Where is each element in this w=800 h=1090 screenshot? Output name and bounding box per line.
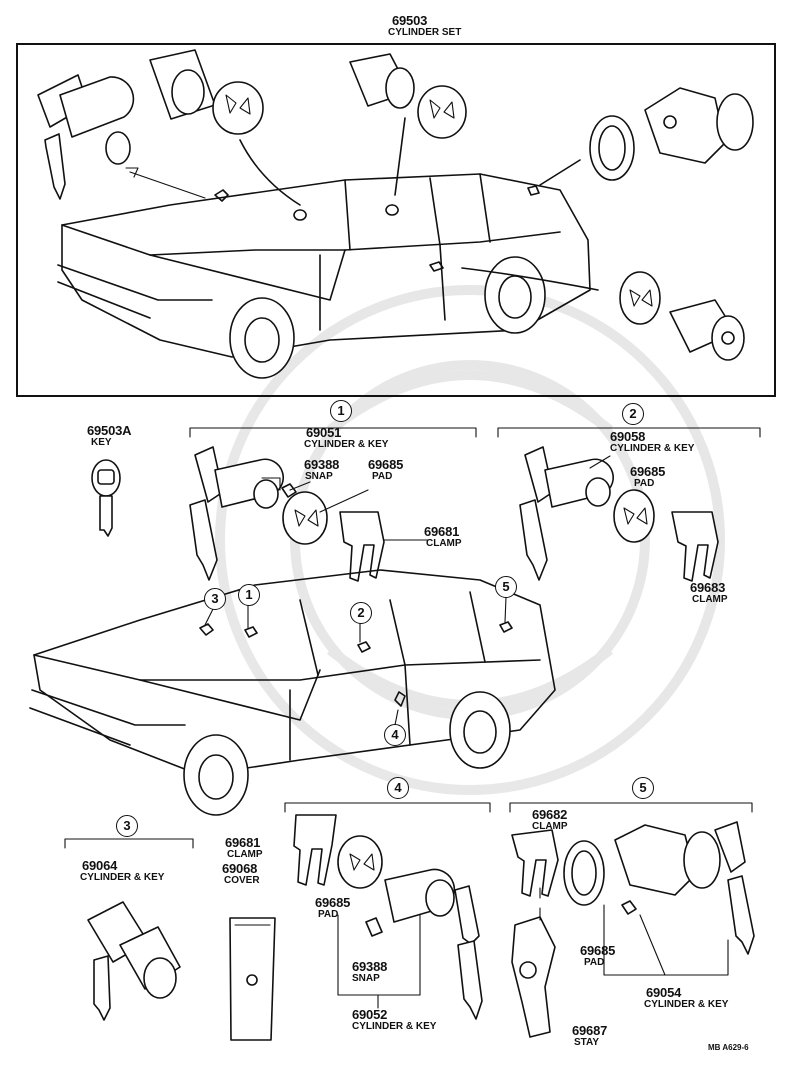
top-door-cylinder <box>619 271 745 361</box>
assembly-arrows-top <box>125 117 599 291</box>
leader-69058 <box>589 455 611 469</box>
group1-snap <box>281 483 297 498</box>
label-69681-a-name: CLAMP <box>426 538 462 549</box>
top-key-cylinder <box>37 74 135 200</box>
bracket-group-4 <box>284 802 491 813</box>
cylinder-set-frame <box>16 43 776 397</box>
label-69388-b-number: 69388 <box>352 959 388 974</box>
group5-clamp <box>511 829 559 897</box>
group2-pad <box>613 489 655 543</box>
label-69685-a-number: 69685 <box>368 457 404 472</box>
group4-cylinder-and-key <box>384 868 483 1020</box>
label-69388-a-name: SNAP <box>305 471 333 482</box>
group4-pad <box>337 835 383 889</box>
label-69685-c-name: PAD <box>318 909 339 920</box>
label-69685-b-number: 69685 <box>630 464 666 479</box>
label-69503a-name: KEY <box>91 437 112 448</box>
cover-69068 <box>229 917 276 1041</box>
group2-clamp <box>671 511 719 582</box>
label-69681-b-number: 69681 <box>225 835 261 850</box>
middle-car-illustration <box>29 569 556 816</box>
group3-cylinder-and-key <box>87 901 181 1021</box>
bracket-group-5 <box>509 802 753 813</box>
group-callout-2: 2 <box>622 403 644 425</box>
group-callout-4: 4 <box>387 777 409 799</box>
label-69064-name: CYLINDER & KEY <box>80 872 165 883</box>
label-69052-name: CYLINDER & KEY <box>352 1021 437 1032</box>
label-69683-name: CLAMP <box>692 594 728 605</box>
group1-clamp <box>339 511 385 582</box>
bracket-group-1 <box>189 427 477 438</box>
label-69685-b-name: PAD <box>634 478 655 489</box>
leader-69685-a <box>319 489 369 513</box>
group2-cylinder-and-key <box>519 446 614 581</box>
top-hatch-cylinder <box>644 87 754 164</box>
label-69687-name: STAY <box>574 1037 600 1048</box>
label-69052-number: 69052 <box>352 1007 388 1022</box>
leader-69388-a <box>289 481 311 491</box>
group-callout-5: 5 <box>632 777 654 799</box>
leader-group5-tree <box>603 904 729 976</box>
label-69388-b-name: SNAP <box>352 973 380 984</box>
bracket-group-2 <box>497 427 761 438</box>
leader-group4-tree <box>337 914 421 1009</box>
top-cylinder-b <box>349 53 467 139</box>
group5-stay <box>511 916 556 1038</box>
label-69068-number: 69068 <box>222 861 258 876</box>
label-69051-name: CYLINDER & KEY <box>304 439 389 450</box>
label-69687-number: 69687 <box>572 1023 608 1038</box>
label-69503-number: 69503 <box>392 13 428 28</box>
car-callout-1: 1 <box>238 584 260 606</box>
label-69064-number: 69064 <box>82 858 118 873</box>
label-69054-name: CYLINDER & KEY <box>644 999 729 1010</box>
top-pad-ring <box>589 115 635 181</box>
label-69068-name: COVER <box>224 875 260 886</box>
label-69682-number: 69682 <box>532 807 568 822</box>
label-69058-name: CYLINDER & KEY <box>610 443 695 454</box>
car-callout-3: 3 <box>204 588 226 610</box>
group4-clamp <box>293 814 337 886</box>
label-69683-number: 69683 <box>690 580 726 595</box>
reference-code: MB A629-6 <box>708 1043 749 1052</box>
top-cylinder-a <box>149 49 264 135</box>
label-69051-number: 69051 <box>306 425 342 440</box>
label-69681-b-name: CLAMP <box>227 849 263 860</box>
group1-cylinder-and-key <box>189 446 284 581</box>
key-69503a <box>91 459 121 537</box>
group5-pad <box>563 840 605 906</box>
group-callout-3: 3 <box>116 815 138 837</box>
label-69681-a-number: 69681 <box>424 524 460 539</box>
label-69685-c-number: 69685 <box>315 895 351 910</box>
group4-snap <box>365 917 383 937</box>
label-69058-number: 69058 <box>610 429 646 444</box>
label-69388-a-number: 69388 <box>304 457 340 472</box>
car-callout-2: 2 <box>350 602 372 624</box>
group1-pad <box>282 491 328 545</box>
label-69682-name: CLAMP <box>532 821 568 832</box>
label-69685-d-number: 69685 <box>580 943 616 958</box>
bracket-group-3 <box>64 838 194 849</box>
group-callout-1: 1 <box>330 400 352 422</box>
label-69685-d-name: PAD <box>584 957 605 968</box>
group5-cylinder-and-key <box>614 821 755 955</box>
label-69503a-number: 69503A <box>87 423 132 438</box>
car-callout-5: 5 <box>495 576 517 598</box>
top-car-illustration <box>57 173 591 379</box>
label-69054-number: 69054 <box>646 985 682 1000</box>
label-69503-name: CYLINDER SET <box>388 27 462 38</box>
car-callout-4: 4 <box>384 724 406 746</box>
label-69685-a-name: PAD <box>372 471 393 482</box>
